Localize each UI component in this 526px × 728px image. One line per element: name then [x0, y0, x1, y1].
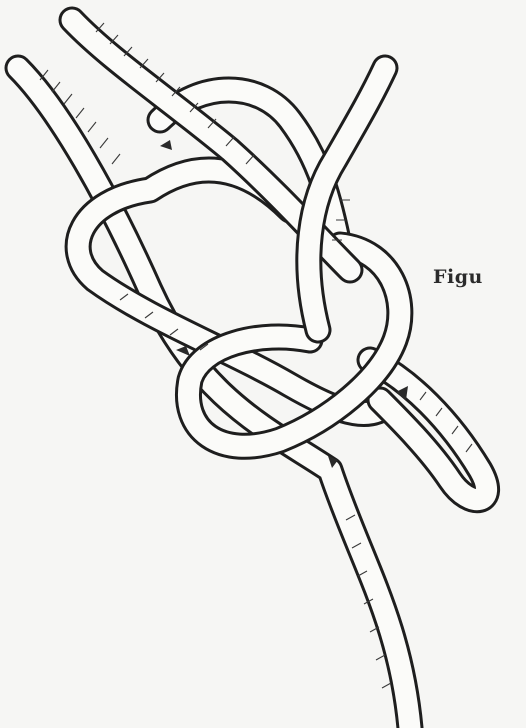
figure-label: Figu: [433, 266, 483, 288]
rope-working-end: [309, 68, 385, 330]
rope-right-loop: [370, 360, 487, 500]
